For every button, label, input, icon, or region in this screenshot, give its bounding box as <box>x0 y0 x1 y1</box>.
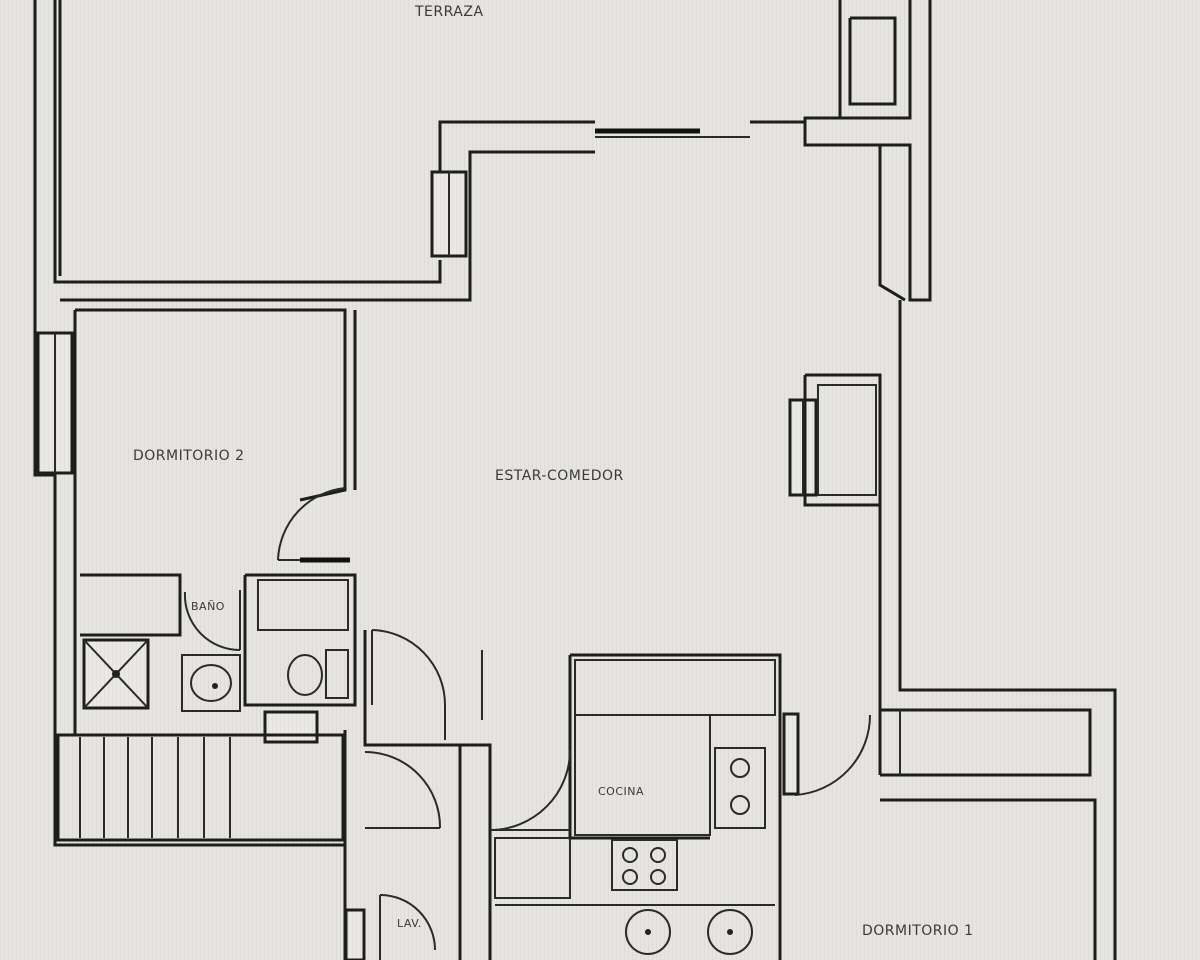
sink <box>181 654 241 712</box>
kitchen-cabinets <box>574 659 776 716</box>
label-terrace: TERRAZA <box>414 4 484 20</box>
bath-window <box>263 710 319 744</box>
staircase <box>56 733 345 842</box>
label-bedroom1: DORMITORIO 1 <box>862 923 974 939</box>
label-bedroom2: DORMITORIO 2 <box>133 448 245 464</box>
room-labels: TERRAZA DORMITORIO 2 ESTAR-COMEDOR BAÑO … <box>133 4 974 939</box>
sink-left <box>625 909 671 955</box>
cooktop <box>714 747 766 829</box>
bathroom <box>80 573 357 744</box>
sink-right <box>707 909 753 955</box>
bedroom2-walls <box>33 308 357 847</box>
label-kitchen: COCINA <box>598 785 644 798</box>
corridor <box>343 629 492 960</box>
laundry-window <box>344 908 366 960</box>
toilet-tank <box>325 649 349 699</box>
label-bath: BAÑO <box>191 600 225 613</box>
bedroom1-walls <box>782 145 1117 960</box>
stove <box>611 839 678 891</box>
kitchen-island <box>574 714 711 836</box>
label-laundry: LAV. <box>397 917 422 930</box>
terrace-walls <box>33 0 932 330</box>
toilet <box>287 654 323 696</box>
windows <box>36 170 818 497</box>
label-living-dining: ESTAR-COMEDOR <box>495 468 624 484</box>
kitchen <box>489 653 782 960</box>
